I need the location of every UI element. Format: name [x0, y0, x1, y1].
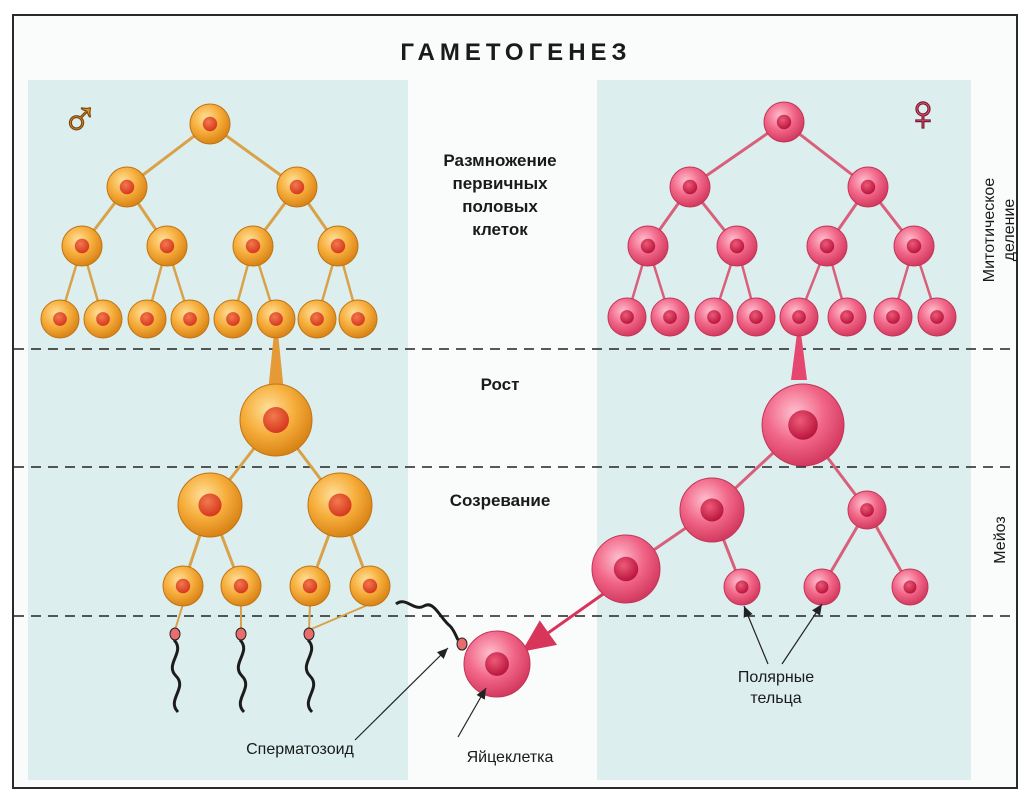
- svg-text:первичных: первичных: [452, 174, 548, 193]
- female-germ-cell: [763, 101, 805, 143]
- polar-body: [723, 568, 761, 606]
- female-germ-cell: [917, 297, 957, 337]
- female-symbol-icon: ♀: [904, 85, 942, 141]
- female-germ-cell: [847, 166, 889, 208]
- stage-label-growth: Рост: [481, 375, 520, 394]
- male-germ-cell: [232, 225, 274, 267]
- male-meiosis2-cell: [349, 565, 391, 607]
- male-germ-cell: [213, 299, 253, 339]
- female-meiosis1-cell: [679, 477, 745, 543]
- female-germ-cell: [694, 297, 734, 337]
- male-germ-cell: [127, 299, 167, 339]
- svg-text:Размножение: Размножение: [443, 151, 556, 170]
- sperm-cell: [303, 627, 316, 714]
- male-panel: [28, 80, 408, 780]
- polar-body: [803, 568, 841, 606]
- female-growth-cell: [761, 383, 845, 467]
- male-growth-cell: [239, 383, 313, 457]
- female-meiosis2-cell: [591, 534, 661, 604]
- female-germ-cell: [669, 166, 711, 208]
- male-meiosis2-cell: [220, 565, 262, 607]
- male-link: [308, 603, 311, 631]
- female-germ-cell: [650, 297, 690, 337]
- male-meiosis1-cell: [177, 472, 243, 538]
- svg-text:половых: половых: [462, 197, 538, 216]
- svg-text:Митотическое: Митотическое: [981, 178, 998, 283]
- svg-text:тельца: тельца: [750, 690, 801, 707]
- female-germ-cell: [873, 297, 913, 337]
- polar-bodies-label: Полярные тельца: [738, 669, 814, 707]
- male-germ-cell: [338, 299, 378, 339]
- female-germ-cell: [627, 225, 669, 267]
- male-germ-cell: [189, 103, 231, 145]
- male-symbol-icon: ♂: [61, 89, 99, 145]
- male-germ-cell: [297, 299, 337, 339]
- polar-pointer-1: [743, 605, 769, 665]
- female-germ-cell: [607, 297, 647, 337]
- sperm-cells: [169, 600, 468, 714]
- male-growth-connector: [268, 333, 284, 392]
- svg-text:Полярные: Полярные: [738, 669, 814, 686]
- male-meiosis2-cell: [162, 565, 204, 607]
- female-germ-cell: [736, 297, 776, 337]
- stage-label-maturation: Созревание: [450, 491, 551, 510]
- polar-pointer-2: [781, 603, 823, 665]
- male-germ-cell: [256, 299, 296, 339]
- female-germ-cell: [716, 225, 758, 267]
- male-germ-cell: [170, 299, 210, 339]
- male-meiosis2-cell: [289, 565, 331, 607]
- male-germ-cell: [40, 299, 80, 339]
- diagram-title: ГАМЕТОГЕНЕЗ: [400, 39, 631, 66]
- egg-arrow: [521, 590, 608, 652]
- male-germ-cell: [276, 166, 318, 208]
- polar-body: [891, 568, 929, 606]
- egg-label: Яйцеклетка: [467, 749, 554, 766]
- male-germ-cell: [317, 225, 359, 267]
- sperm-near-egg: [395, 600, 468, 651]
- male-link: [308, 603, 371, 631]
- egg-pointer: [457, 687, 487, 738]
- sperm-cell: [235, 627, 248, 714]
- female-germ-cell: [827, 297, 867, 337]
- svg-text:деление: деление: [1001, 199, 1018, 262]
- male-germ-cell: [146, 225, 188, 267]
- male-germ-cell: [83, 299, 123, 339]
- sperm-label: Сперматозоид: [246, 741, 354, 758]
- male-germ-cell: [106, 166, 148, 208]
- sperm-pointer: [354, 647, 449, 741]
- side-label-meiosis: Мейоз: [992, 516, 1009, 563]
- male-meiosis1-cell: [307, 472, 373, 538]
- cells: [40, 101, 957, 698]
- polar-body: [847, 490, 887, 530]
- egg-cell: [463, 630, 531, 698]
- female-growth-connector: [791, 333, 807, 380]
- sperm-cell: [169, 627, 182, 714]
- stage-label-reproduction: Размножение первичных половых клеток: [443, 151, 556, 239]
- svg-text:клеток: клеток: [472, 220, 528, 239]
- female-germ-cell: [806, 225, 848, 267]
- side-label-mitosis: Митотическое деление: [981, 178, 1018, 283]
- female-germ-cell: [893, 225, 935, 267]
- male-link: [174, 603, 184, 631]
- female-germ-cell: [779, 297, 819, 337]
- male-germ-cell: [61, 225, 103, 267]
